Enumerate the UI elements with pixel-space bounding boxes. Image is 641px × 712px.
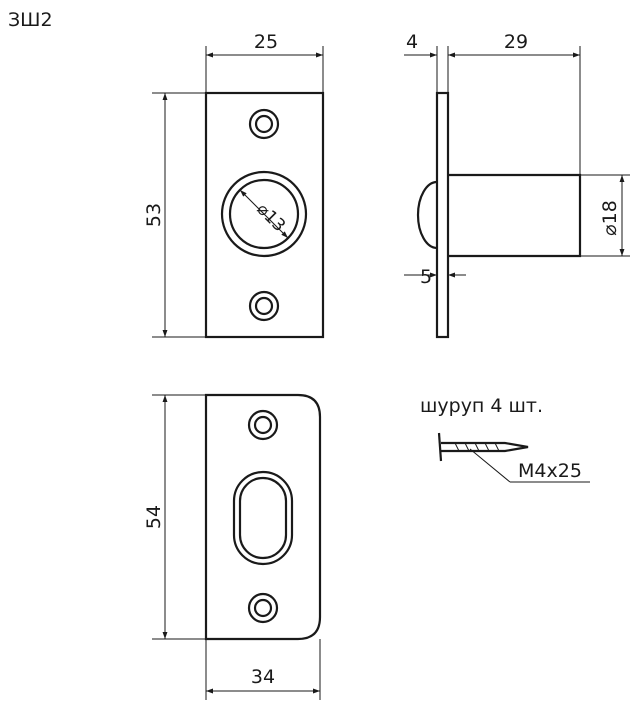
bolt-dome (416, 180, 438, 250)
bolt-length-label: 29 (504, 31, 528, 53)
strike-width-label: 34 (251, 666, 275, 688)
strike-height-dimension (152, 394, 206, 640)
strike-plate-view: 54 34 (143, 393, 322, 700)
latch-plate-outline (204, 91, 325, 339)
bolt-diameter-dimension-line (239, 189, 289, 239)
strike-width-dimension (205, 639, 321, 700)
bolt-cylinder (448, 173, 582, 258)
bolt-diameter-18-dimension (580, 174, 630, 257)
strike-bolt-slot (232, 470, 294, 566)
bolt-length-dimension (448, 46, 581, 175)
front-width-label: 25 (254, 31, 278, 53)
side-plate (435, 91, 450, 339)
bolt-diameter-label: ⌀13 (252, 199, 289, 236)
bolt-housing (220, 170, 308, 258)
strike-top-screw-hole (247, 409, 279, 441)
screw-caption: шуруп 4 шт. (420, 395, 543, 417)
strike-height-label: 54 (143, 505, 165, 529)
screw-leader-line (469, 448, 511, 483)
top-screw-hole (248, 108, 280, 140)
drawing-title: ЗШ2 (8, 9, 53, 31)
strike-plate-outline (204, 393, 322, 641)
bottom-screw-hole (248, 290, 280, 322)
strike-bottom-screw-hole (247, 592, 279, 624)
front-view: ⌀13 25 53 (143, 31, 325, 339)
screw-icon (437, 432, 529, 462)
bolt-diameter-18-label: ⌀18 (599, 200, 621, 236)
front-height-label: 53 (143, 203, 165, 227)
side-view: 4 29 ⌀18 5 (404, 31, 630, 339)
front-height-dimension (152, 92, 206, 338)
bolt-offset-label: 5 (420, 266, 432, 288)
front-width-dimension (205, 46, 324, 93)
screw-size-label: M4x25 (518, 460, 582, 482)
screw-detail: шуруп 4 шт. M4x25 (420, 395, 590, 483)
plate-thickness-dimension (404, 46, 449, 93)
plate-thickness-label: 4 (406, 31, 418, 53)
